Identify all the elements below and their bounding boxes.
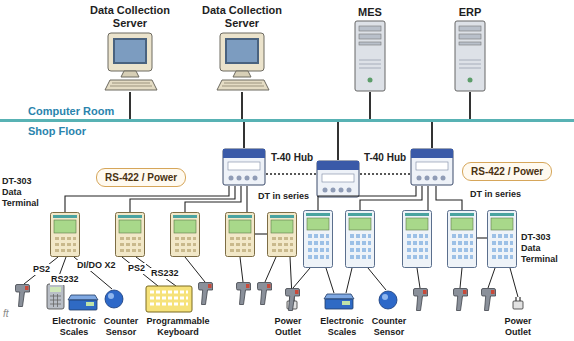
data-terminal — [346, 211, 375, 268]
barcode-scanner — [414, 289, 428, 311]
data-terminal — [304, 211, 333, 268]
rs422-wire — [255, 233, 267, 234]
node-text: MES — [340, 6, 400, 19]
node-text: RS-422 / Power — [105, 171, 177, 184]
connector-line — [129, 92, 131, 119]
barcode-scanner — [482, 289, 496, 311]
data-terminal — [226, 213, 255, 257]
watermark: ft — [3, 308, 9, 319]
node-text: ERP — [440, 6, 500, 19]
terminal-label: DT-303 Data Terminal — [2, 176, 46, 209]
series-note: DT in series — [258, 191, 309, 202]
device-label: Power Outlet — [496, 316, 540, 338]
device-cable — [326, 268, 334, 293]
t40-hub — [317, 161, 359, 197]
series-note: DT in series — [470, 189, 521, 200]
programmable-keyboard — [150, 292, 188, 304]
barcode-scanner — [199, 283, 213, 305]
programmable-keyboard — [146, 286, 192, 312]
hub-label: T-40 Hub — [268, 152, 316, 164]
power-plug — [513, 297, 523, 309]
port-label: PS2 — [127, 263, 146, 274]
device-cable — [265, 257, 276, 282]
server-node: MES — [340, 6, 400, 92]
counter-sensor — [379, 291, 397, 309]
device-cable — [417, 268, 420, 288]
barcode-scanner — [237, 283, 251, 305]
data-terminal — [268, 213, 297, 257]
device-cable — [185, 257, 205, 282]
data-terminal — [171, 213, 200, 257]
rs422-wire — [360, 186, 422, 210]
barcode-scanner — [454, 289, 468, 311]
calculator-terminal — [47, 284, 64, 309]
device-cable — [24, 257, 518, 297]
node-text: Data Collection Server — [192, 4, 292, 30]
device-cable — [368, 268, 386, 290]
calculator-terminal — [50, 287, 61, 292]
server-node: Data Collection Server — [80, 4, 180, 92]
port-label: PS2 — [32, 264, 51, 275]
device-cable — [510, 268, 518, 297]
calculator-terminal — [50, 294, 61, 307]
t40-hub — [223, 149, 265, 185]
programmable-keyboard — [146, 286, 192, 312]
device-label: Power Outlet — [266, 316, 310, 338]
device-cable — [488, 268, 495, 288]
data-terminal — [448, 211, 477, 268]
server-tower — [455, 21, 485, 91]
device-cable — [460, 268, 462, 288]
data-terminal — [116, 213, 145, 257]
electronic-scale — [324, 294, 354, 309]
link-tag-box: RS-422 / Power — [96, 168, 186, 187]
server-tower — [355, 21, 385, 91]
link-tag-box: RS-422 / Power — [462, 162, 552, 181]
counter-sensor — [105, 290, 123, 308]
rs422-wire — [436, 186, 462, 210]
node-text: RS-422 / Power — [471, 165, 543, 178]
connector-line — [369, 92, 371, 119]
data-terminal — [488, 211, 517, 268]
connector-line — [469, 92, 471, 119]
server-node: ERP — [440, 6, 500, 92]
device-cable — [240, 257, 243, 282]
port-label: DI/DO X2 — [76, 260, 117, 271]
data-terminal — [403, 211, 432, 268]
barcode-scanner — [286, 289, 300, 311]
terminal-label: DT-303 Data Terminal — [521, 232, 571, 265]
calculator-terminal — [47, 284, 64, 309]
hub-label: T-40 Hub — [362, 152, 408, 164]
device-label: Electronic Scales — [50, 316, 98, 338]
device-cable — [293, 268, 310, 288]
device-label: Programmable Keyboard — [144, 316, 212, 338]
server-node: Data Collection Server — [192, 4, 292, 92]
data-terminal — [51, 213, 80, 257]
device-label: Electronic Scales — [318, 316, 366, 338]
zone-label: Computer Room — [28, 105, 114, 118]
connector-line — [241, 92, 243, 119]
electronic-scale — [68, 295, 98, 310]
port-label: RS232 — [50, 274, 80, 285]
barcode-scanner — [16, 285, 30, 307]
rs422-wire — [477, 237, 487, 238]
port-label: RS232 — [150, 268, 180, 279]
server-computer — [105, 33, 157, 90]
device-label: Counter Sensor — [368, 316, 410, 338]
barcode-scanner — [258, 283, 272, 305]
zone-label: Shop Floor — [28, 125, 86, 138]
rs422-wire — [318, 186, 416, 210]
rs422-wire — [246, 186, 247, 212]
device-label: Counter Sensor — [100, 316, 142, 338]
device-cable — [346, 268, 352, 293]
t40-hub — [411, 149, 453, 185]
rs422-wire — [427, 186, 428, 210]
node-text: Data Collection Server — [80, 4, 180, 30]
rs422-wire — [130, 186, 235, 212]
network-band: Computer RoomShop Floor — [0, 119, 574, 140]
rs422-wire — [185, 186, 241, 212]
server-computer — [217, 33, 269, 90]
